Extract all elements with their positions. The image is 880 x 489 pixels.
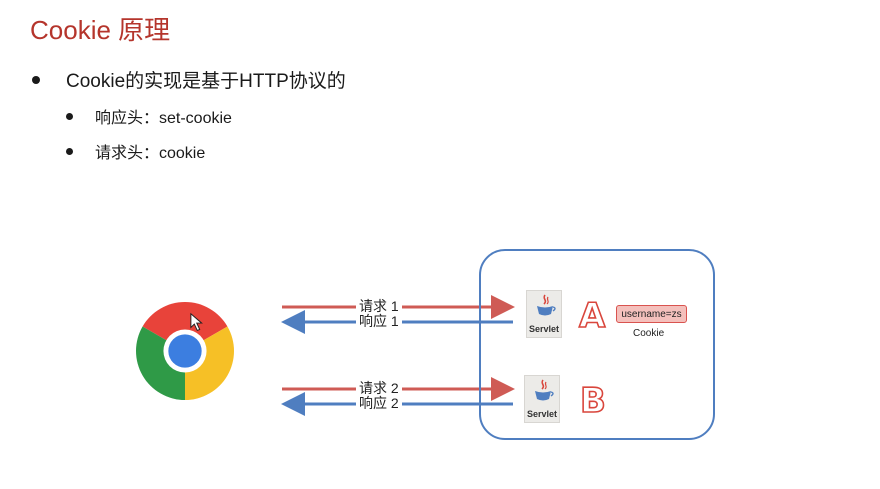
servlet-label: Servlet — [526, 409, 558, 419]
servlet-a: Servlet — [526, 290, 562, 338]
servlet-b: Servlet — [524, 375, 560, 423]
servlet-label: Servlet — [528, 324, 560, 334]
chrome-browser-icon — [136, 302, 234, 400]
server-group-box — [479, 249, 715, 440]
bullet-dot-icon — [66, 147, 73, 155]
bullet-level2-response-header: 响应头：set-cookie — [66, 104, 232, 128]
request-2-label: 请求 2 — [356, 381, 402, 396]
server-b-letter: B — [579, 380, 607, 422]
cookie-caption: Cookie — [633, 328, 665, 339]
bullet-level1: Cookie的实现是基于HTTP协议的 — [32, 66, 346, 93]
bullet-text: 响应头：set-cookie — [95, 110, 232, 127]
response-2-label: 响应 2 — [356, 396, 402, 411]
server-a-letter: A — [578, 295, 606, 337]
bullet-dot-icon — [66, 112, 73, 120]
slide-title: Cookie 原理 — [30, 15, 171, 45]
bullet-dot-icon — [32, 75, 40, 84]
bullet-text: 请求头：cookie — [95, 145, 206, 162]
response-1-label: 响应 1 — [356, 314, 402, 329]
java-cup-icon — [537, 294, 556, 316]
java-cup-icon — [535, 379, 554, 401]
cookie-value-tag: username=zs — [616, 305, 687, 323]
request-1-label: 请求 1 — [356, 299, 402, 314]
bullet-text: Cookie的实现是基于HTTP协议的 — [66, 71, 346, 92]
mouse-cursor-icon — [190, 312, 203, 332]
bullet-level2-request-header: 请求头：cookie — [66, 139, 205, 163]
